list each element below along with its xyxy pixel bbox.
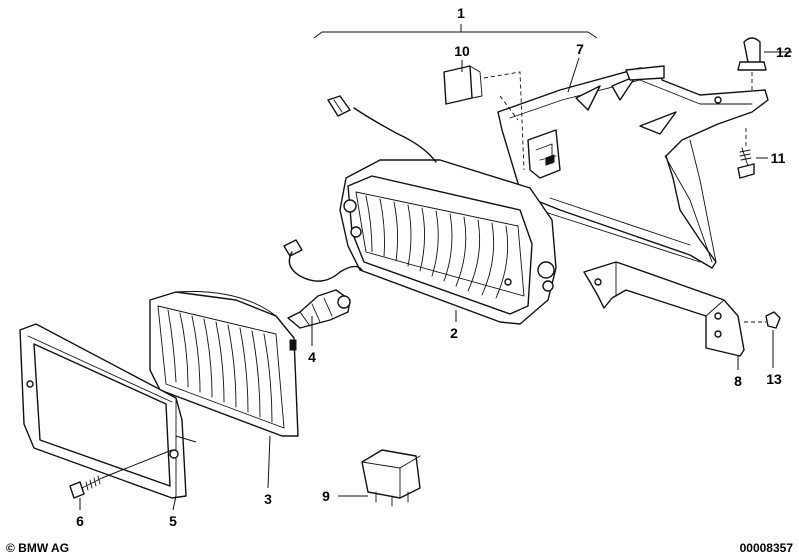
- callout-3: 3: [264, 491, 272, 507]
- callout-1: 1: [457, 5, 465, 21]
- callout-labels: 1 2 3 4 5 6 7 8 9 10 11 12 13: [76, 5, 792, 529]
- callout-9: 9: [322, 488, 330, 504]
- callout-10: 10: [454, 43, 470, 59]
- callout-2: 2: [450, 325, 458, 341]
- callout-11: 11: [771, 150, 786, 166]
- assembly-bracket-line: [313, 24, 598, 39]
- callout-7: 7: [576, 41, 584, 57]
- part-6-screw[interactable]: [69, 449, 173, 499]
- callout-13: 13: [766, 371, 782, 387]
- leader-lines: [79, 57, 739, 511]
- copyright-label: © BMW AG: [6, 541, 69, 555]
- part-5-bezel-frame[interactable]: [19, 323, 197, 499]
- callout-6: 6: [76, 513, 84, 529]
- callout-5: 5: [169, 513, 177, 529]
- part-2-fog-lamp-housing[interactable]: [327, 95, 557, 325]
- part-9-relay[interactable]: [338, 449, 421, 507]
- part-12-plastic-clip[interactable]: [737, 37, 792, 92]
- part-3-lens-insert[interactable]: [149, 291, 299, 437]
- part-11-screw[interactable]: [737, 128, 768, 179]
- diagram-code: 00008357: [740, 541, 794, 555]
- part-13-nut[interactable]: [765, 311, 781, 368]
- part-10-rubber-pad[interactable]: [443, 65, 525, 171]
- part-4-bulb[interactable]: [283, 239, 363, 329]
- part-7-mounting-bracket[interactable]: [497, 65, 769, 269]
- part-8-lower-bracket[interactable]: [583, 261, 766, 357]
- callout-4: 4: [308, 349, 316, 365]
- lens-insert-ribs: [167, 309, 273, 423]
- lamp-housing-lens-ribs: [365, 195, 509, 299]
- callout-12: 12: [776, 44, 792, 60]
- callout-8: 8: [734, 373, 742, 389]
